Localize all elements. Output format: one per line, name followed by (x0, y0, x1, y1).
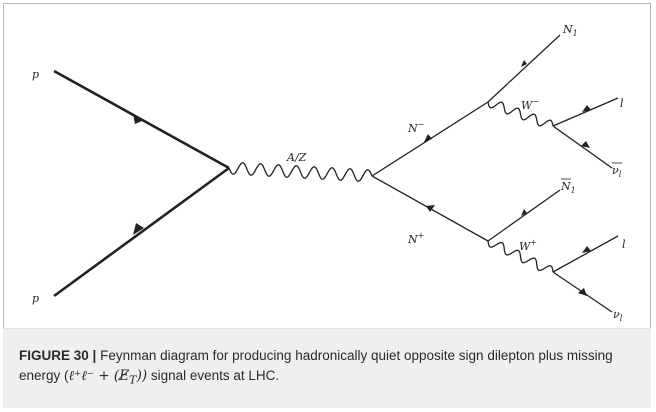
proton-line-bottom (53, 166, 230, 298)
antinu-line (552, 125, 613, 169)
lepton-bottom-line (552, 235, 619, 273)
label-proton-bottom: p (32, 292, 39, 305)
label-n1-bottom-group: N1 (560, 178, 576, 195)
label-n1-bottom: N1 (560, 180, 576, 195)
label-antinu-group: νl (612, 162, 622, 179)
n-minus-arrow (424, 134, 432, 142)
lepton-top-arrow (582, 105, 591, 112)
label-n1-top: N1 (562, 23, 578, 38)
caption-text-part1: Feynman diagram for producing hadronical… (19, 348, 613, 383)
label-antinu: νl (612, 164, 622, 179)
label-mediator: A/Z (286, 151, 307, 164)
n1-top-line (487, 34, 561, 103)
label-n-minus: N− (407, 120, 424, 135)
label-w-plus: W+ (519, 238, 537, 253)
label-lepton-bottom: l (622, 238, 626, 251)
nu-arrow (578, 288, 587, 296)
w-minus-propagator (487, 101, 554, 127)
proton-arrow-top (133, 114, 144, 124)
n1-bottom-arrow (521, 209, 527, 216)
caption-math: ℓ⁺ℓ⁻ + (E̸T)) (68, 368, 148, 387)
caption-separator: | (92, 348, 97, 363)
label-w-minus: W− (521, 97, 539, 112)
label-proton-top: p (32, 68, 39, 81)
label-nu: νl (613, 308, 623, 323)
n-plus-arrow (426, 205, 435, 212)
label-n-plus: N+ (407, 231, 424, 246)
feynman-diagram: p p A/Z N− N+ W− W+ N1 N1 l l νl νl (32, 23, 626, 323)
figure-caption: FIGURE 30 | Feynman diagram for producin… (3, 328, 651, 408)
lepton-bottom-arrow (582, 246, 591, 253)
lepton-top-line (552, 97, 619, 127)
n1-top-arrow (521, 60, 527, 67)
n1-bottom-line (487, 189, 561, 242)
caption-text-part2: signal events at LHC. (147, 368, 280, 383)
antinu-arrow (581, 141, 590, 148)
caption-figure-label: FIGURE 30 (19, 348, 89, 363)
label-lepton-top: l (620, 97, 624, 110)
w-plus-propagator (487, 240, 554, 273)
proton-arrow-bottom (133, 223, 144, 235)
az-propagator (228, 162, 373, 182)
